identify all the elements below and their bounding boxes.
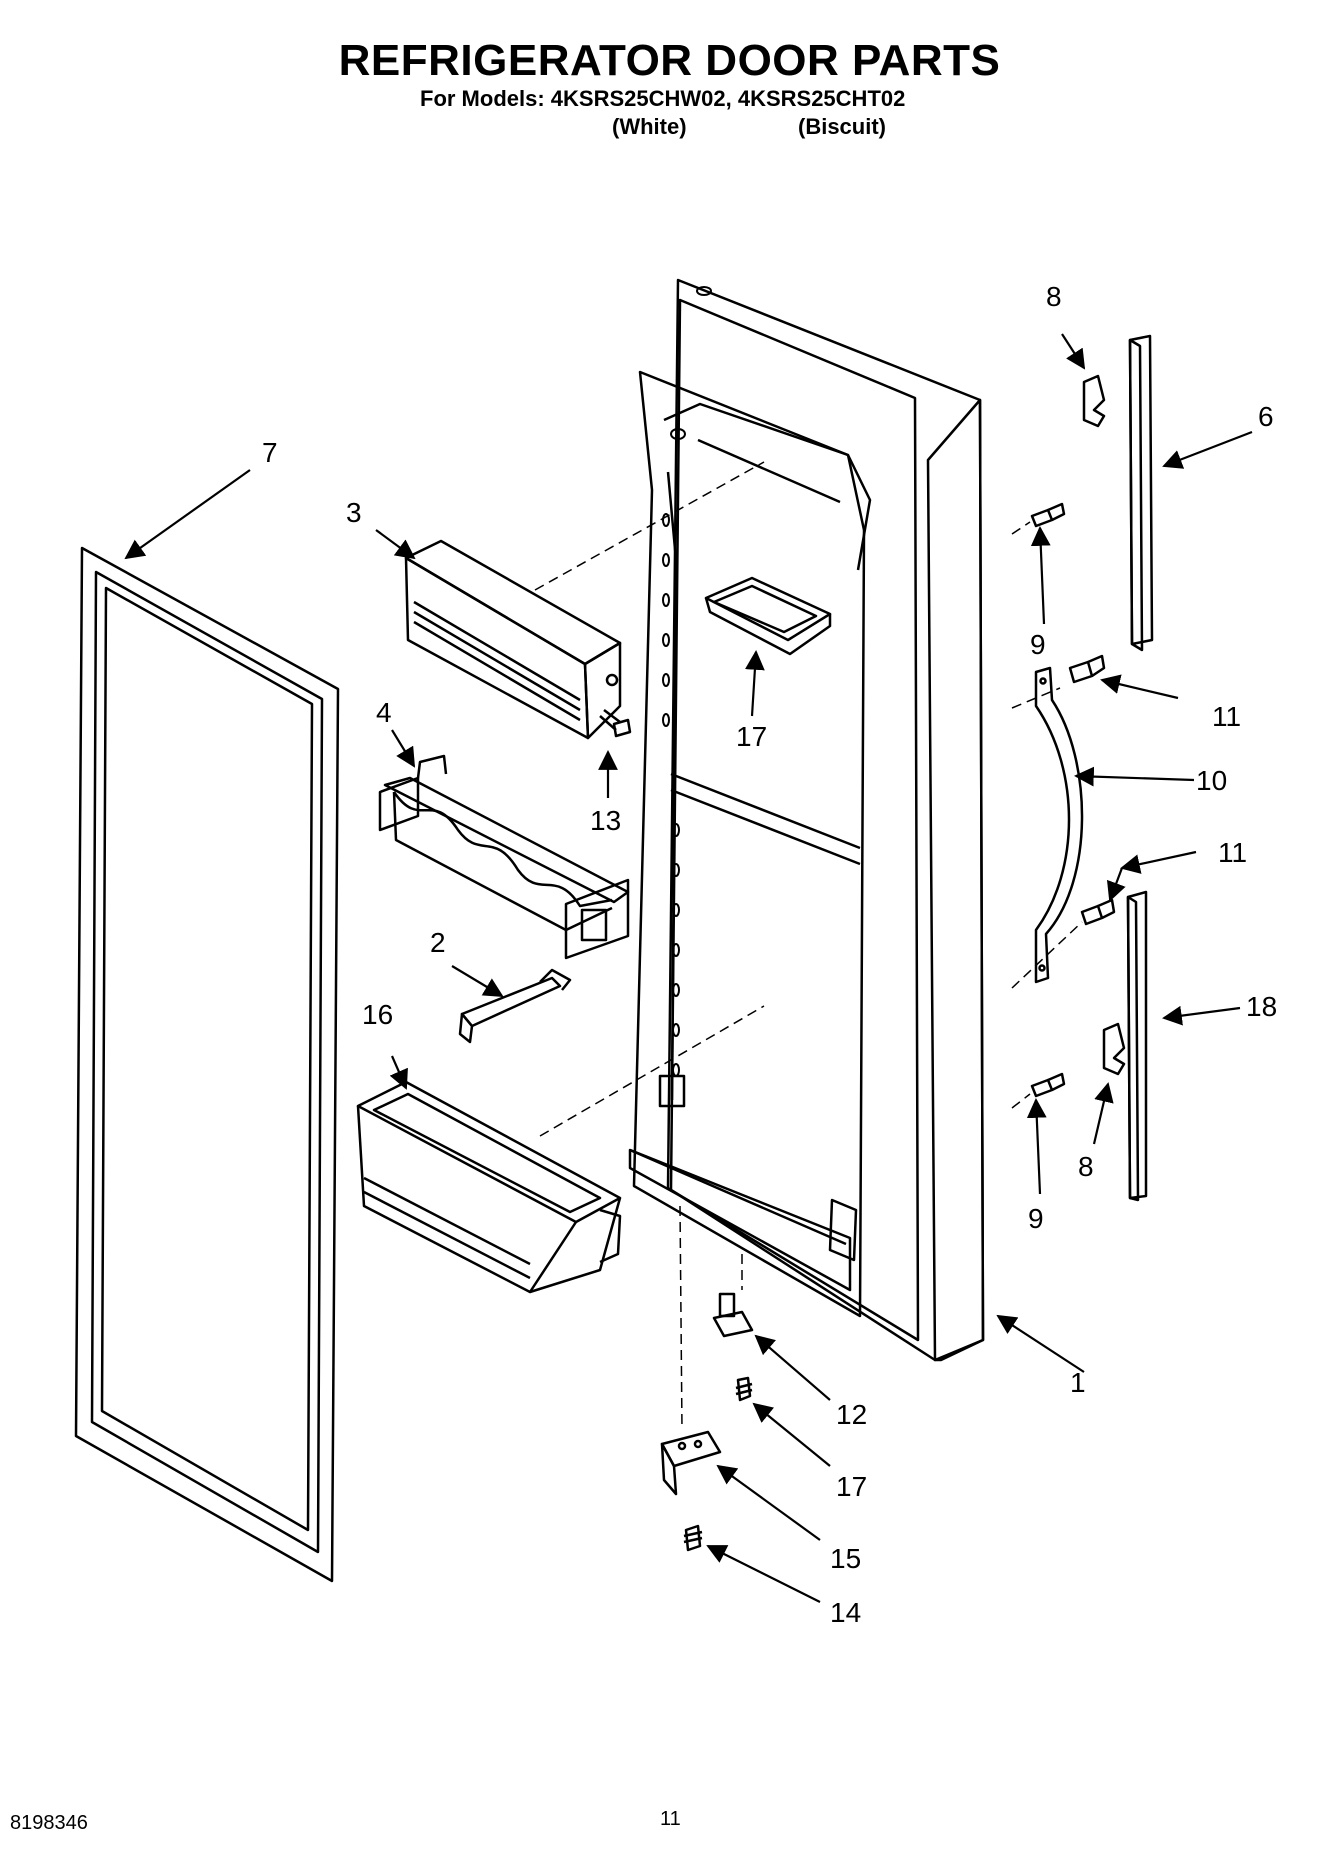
page-title: REFRIGERATOR DOOR PARTS <box>338 36 1001 85</box>
alignment-lines <box>534 461 1083 1431</box>
callout-1: 1 <box>1070 1367 1086 1398</box>
callout-13: 13 <box>590 805 621 836</box>
variant-biscuit: (Biscuit) <box>798 114 886 139</box>
screw-11-bottom-part <box>1080 898 1116 926</box>
callout-7: 7 <box>262 437 278 468</box>
shelf-retainer-part <box>458 968 572 1044</box>
trim-clip-bottom-part <box>1102 1022 1126 1076</box>
callout-17-tray: 17 <box>736 721 767 752</box>
callout-9-bottom: 9 <box>1028 1203 1044 1234</box>
trim-clip-top-part <box>1082 374 1106 428</box>
hinge-bracket-part <box>660 1430 722 1496</box>
callout-labels: 1 2 3 4 6 7 8 8 9 9 10 11 11 12 13 14 15… <box>262 281 1277 1628</box>
page-number: 11 <box>660 1808 681 1830</box>
gallon-door-bin-part <box>356 1080 622 1294</box>
callout-18: 18 <box>1246 991 1277 1022</box>
bottle-rack-part <box>378 754 630 960</box>
bottom-trim-strip-part <box>1126 890 1148 1202</box>
shelf-screw-part <box>612 718 632 738</box>
callout-14: 14 <box>830 1597 861 1628</box>
callout-8-bottom: 8 <box>1078 1151 1094 1182</box>
upper-door-shelf-part <box>404 539 622 740</box>
callout-16: 16 <box>362 999 393 1030</box>
callout-17-screw: 17 <box>836 1471 867 1502</box>
callout-15: 15 <box>830 1543 861 1574</box>
screw-9-bottom-part <box>1030 1072 1066 1098</box>
callout-2: 2 <box>430 927 446 958</box>
callout-6: 6 <box>1258 401 1274 432</box>
callout-11-top: 11 <box>1212 701 1241 732</box>
callout-9-top: 9 <box>1030 629 1046 660</box>
callout-8-top: 8 <box>1046 281 1062 312</box>
callout-11-bottom: 11 <box>1218 837 1247 868</box>
document-code: 8198346 <box>10 1812 88 1834</box>
leader-arrows <box>124 333 1253 1603</box>
dairy-tray-part <box>704 576 832 656</box>
door-handle-part <box>1034 666 1084 984</box>
top-trim-strip-part <box>1128 334 1154 652</box>
door-assembly-part <box>628 278 985 1362</box>
hinge-screw-part <box>735 1376 753 1402</box>
variant-white: (White) <box>612 114 687 139</box>
screw-9-top-part <box>1030 502 1066 528</box>
callout-10: 10 <box>1196 765 1227 796</box>
callout-3: 3 <box>346 497 362 528</box>
screw-11-top-part <box>1068 654 1106 684</box>
hinge-pin-part <box>712 1292 754 1338</box>
bracket-screw-part <box>683 1524 703 1552</box>
callout-4: 4 <box>376 697 392 728</box>
models-line: For Models: 4KSRS25CHW02, 4KSRS25CHT02 <box>420 86 906 111</box>
callout-12: 12 <box>836 1399 867 1430</box>
door-gasket-part <box>74 546 340 1583</box>
